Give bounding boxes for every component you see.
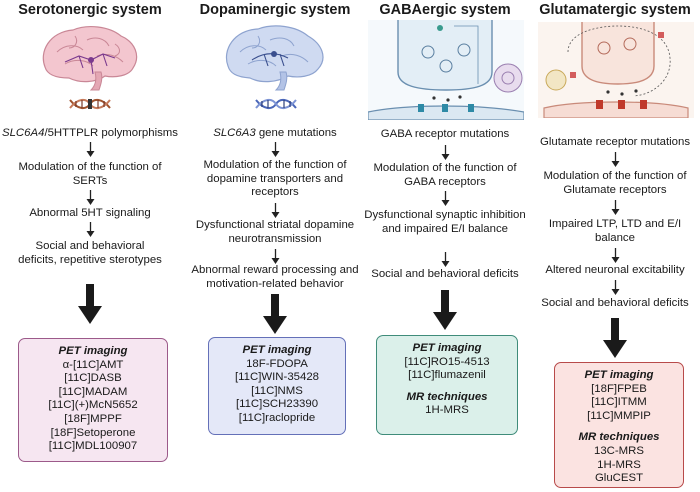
step-behavior: Abnormal reward processing and motivatio… (191, 264, 359, 290)
tracer-item: α-[11C]AMT (62, 358, 124, 371)
tracer-item: [11C]flumazenil (408, 369, 486, 382)
tracer-item: [11C]SCH23390 (235, 398, 319, 411)
tracer-item: [11C]MDL100907 (48, 440, 138, 453)
brain-illustration-icon (42, 26, 138, 91)
tracer-item: [18F]FPEB (591, 382, 647, 395)
imaging-heading: PET imaging (242, 344, 312, 356)
tracer-item: [18F]Setoperone (50, 426, 136, 439)
step-genetic: SLC6A3 gene mutations (213, 127, 337, 139)
tracer-item: [18F]MPPF (64, 412, 122, 425)
arrow-down-icon (441, 145, 450, 160)
imaging-heading: PET imaging (584, 369, 654, 381)
tracer-item: [11C]DASB (64, 372, 122, 385)
column-title: Serotonergic system (18, 2, 162, 18)
mr-item: GluCEST (594, 472, 644, 485)
arrow-down-icon (86, 142, 95, 157)
arrow-down-icon (271, 249, 280, 264)
step-genetic: SLC6A4/5HTTPLR polymorphisms (2, 127, 178, 139)
imaging-heading: PET imaging (412, 342, 482, 354)
arrow-down-icon (271, 142, 280, 157)
synapse-illustration-icon (538, 22, 694, 118)
mr-heading: MR techniques (578, 431, 660, 444)
arrow-down-icon (611, 200, 620, 215)
step-neurotransmission: Dysfunctional striatal dopamine neurotra… (195, 219, 355, 245)
arrow-down-icon (611, 152, 620, 167)
imaging-box-gabaergic: PET imaging [11C]RO15-4513 [11C]flumazen… (376, 335, 518, 435)
step-signaling: Abnormal 5HT signaling (29, 207, 151, 219)
tracer-item: [11C]WIN-35428 (235, 371, 319, 384)
tracer-item: [11C]MADAM (58, 385, 128, 398)
dna-icon (69, 98, 111, 110)
step-deficits: Social and behavioral deficits, repetiti… (18, 240, 162, 266)
arrow-down-icon (441, 191, 450, 206)
dna-icon (255, 98, 297, 110)
synapse-illustration-icon (368, 20, 524, 120)
column-serotonergic: Serotonergic system SLC6A4/5HTTPLR polym… (0, 0, 180, 492)
tracer-item: [11C]RO15-4513 (404, 355, 490, 368)
step-deficits: Social and behavioral deficits (541, 297, 689, 309)
step-modulation: Modulation of the function of dopamine t… (203, 159, 347, 199)
step-deficits: Social and behavioral deficits (371, 268, 519, 280)
arrow-down-icon (86, 222, 95, 237)
big-arrow-down-icon (603, 318, 627, 358)
tracer-item: [11C]ITMM (591, 396, 647, 409)
step-genetic: GABA receptor mutations (380, 128, 510, 140)
arrow-down-icon (86, 190, 95, 205)
tracer-item: [11C]NMS (251, 384, 303, 397)
arrow-down-icon (441, 252, 450, 267)
step-modulation: Modulation of the function of Glutamate … (543, 170, 687, 196)
step-genetic: Glutamate receptor mutations (539, 136, 691, 148)
mr-item: 1H-MRS (597, 458, 641, 471)
big-arrow-down-icon (433, 290, 457, 330)
imaging-box-dopaminergic: PET imaging 18F-FDOPA [11C]WIN-35428 [11… (208, 337, 346, 435)
mr-heading: MR techniques (406, 390, 488, 403)
tracer-item: 18F-FDOPA (246, 357, 308, 370)
brain-illustration-icon (226, 25, 324, 91)
step-ltp-ltd: Impaired LTP, LTD and E/I balance (548, 218, 682, 244)
arrow-down-icon (611, 280, 620, 295)
step-excitability: Altered neuronal excitability (545, 264, 685, 276)
mr-item: 1H-MRS (425, 404, 469, 417)
step-modulation: Modulation of the function of GABA recep… (373, 162, 517, 188)
step-inhibition: Dysfunctional synaptic inhibition and im… (364, 209, 526, 235)
column-gabaergic: GABAergic system GABA receptor mutations… (360, 0, 530, 492)
tracer-item: [11C]raclopride (238, 411, 316, 424)
column-title: GABAergic system (379, 2, 511, 18)
big-arrow-down-icon (78, 284, 102, 324)
tracer-item: [11C](+)McN5652 (48, 399, 138, 412)
column-glutamatergic: Glutamatergic system Glutamate receptor … (530, 0, 700, 492)
column-title: Dopaminergic system (199, 2, 351, 18)
arrow-down-icon (611, 248, 620, 263)
imaging-heading: PET imaging (58, 345, 128, 357)
column-dopaminergic: Dopaminergic system SLC6A3 gene mutation… (180, 0, 370, 492)
imaging-box-glutamatergic: PET imaging [18F]FPEB [11C]ITMM [11C]MMP… (554, 362, 684, 488)
big-arrow-down-icon (263, 294, 287, 334)
mr-item: 13C-MRS (593, 444, 644, 457)
column-title: Glutamatergic system (539, 2, 691, 18)
imaging-box-serotonergic: PET imaging α-[11C]AMT [11C]DASB [11C]MA… (18, 338, 168, 462)
arrow-down-icon (271, 203, 280, 218)
tracer-item: [11C]MMPIP (587, 409, 651, 422)
step-modulation: Modulation of the function of SERTs (18, 161, 162, 187)
